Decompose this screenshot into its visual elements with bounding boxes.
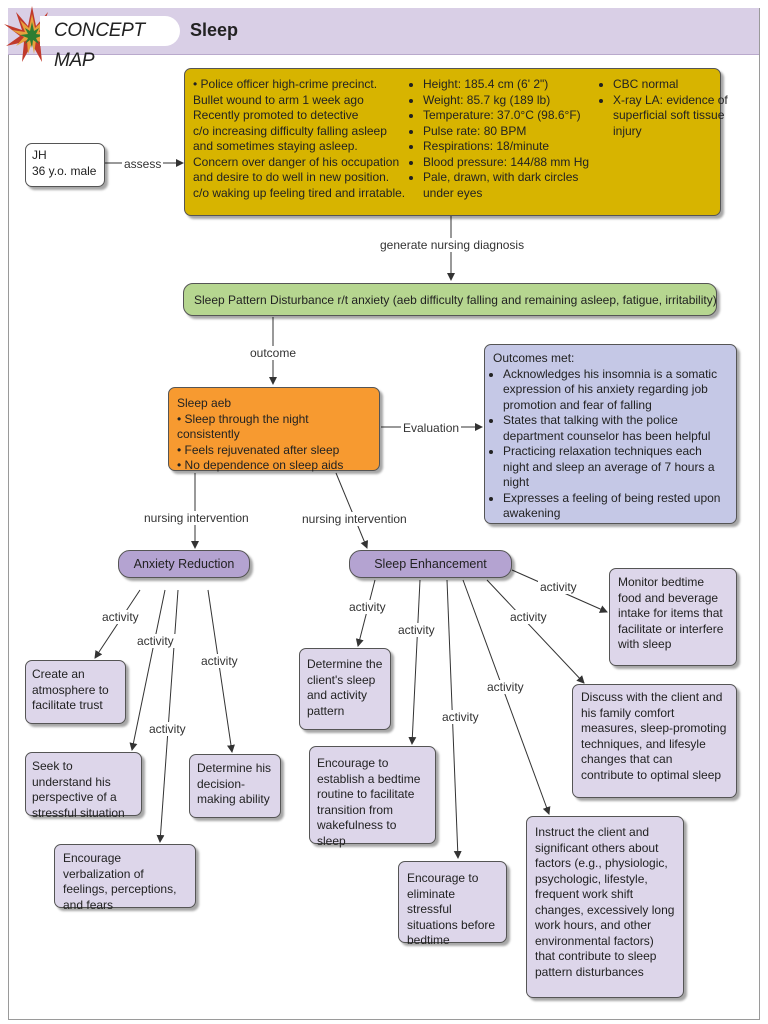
outcome-item: • No dependence on sleep aids <box>177 458 344 472</box>
activity-label: activity <box>396 623 437 637</box>
assessment-history-item: and desire to do well in new position. <box>193 170 390 184</box>
client-name: JH <box>32 148 47 162</box>
nursing-diagnosis-box: Sleep Pattern Disturbance r/t anxiety (a… <box>183 283 717 316</box>
activity-label: activity <box>135 634 176 648</box>
outcomes-met-item: Expresses a feeling of being rested upon… <box>503 491 728 522</box>
activity-create-atmosphere: Create an atmosphere to facilitate trust <box>25 660 126 724</box>
anxiety-reduction-node: Anxiety Reduction <box>118 550 250 578</box>
activity-label: activity <box>538 580 579 594</box>
activity-eliminate-stress: Encourage to eliminate stressful situati… <box>398 861 507 947</box>
concept-map-label: CONCEPT MAP <box>40 16 180 71</box>
activity-instruct-factors: Instruct the client and significant othe… <box>526 816 684 998</box>
activity-encourage-verbalization: Encourage verbalization of feelings, per… <box>54 844 196 912</box>
activity-discuss-comfort: Discuss with the client and his family c… <box>572 684 737 798</box>
intervention-arrow-2 <box>335 472 369 549</box>
assessment-history-list: • Police officer high-crime precinct. Bu… <box>193 77 411 201</box>
assessment-history-item: and sometimes staying asleep. <box>193 139 358 153</box>
evaluation-label: Evaluation <box>401 421 462 435</box>
assessment-history-item: Recently promoted to detective <box>193 108 359 122</box>
outcome-list: • Sleep through the night consistently •… <box>177 412 371 474</box>
assessment-vitals-item: Pale, drawn, with dark circles under eye… <box>423 170 588 201</box>
ar-activity-arrow-3 <box>156 589 179 843</box>
activity-label: activity <box>508 610 549 624</box>
assessment-history-item: Concern over danger of his occupation <box>193 154 400 169</box>
activity-label: activity <box>440 710 481 724</box>
assessment-history-item: c/o waking up feeling tired and irratabl… <box>193 185 406 200</box>
outcome-title: Sleep aeb <box>177 396 232 410</box>
activity-label: activity <box>100 610 141 624</box>
activity-label: activity <box>485 680 526 694</box>
activity-bedtime-routine: Encourage to establish a bedtime routine… <box>309 746 436 848</box>
outcome-item: • Feels rejuvenated after sleep <box>177 442 340 457</box>
outcome-label: outcome <box>248 346 299 360</box>
assessment-history-item: Bullet wound to arm 1 week ago <box>193 92 364 107</box>
outcomes-met-title: Outcomes met: <box>493 351 575 365</box>
assessment-history-item: c/o increasing difficulty falling asleep <box>193 123 387 138</box>
outcomes-met-item: Acknowledges his insomnia is a somatic e… <box>503 367 728 414</box>
activity-understand-perspective: Seek to understand his perspective of a … <box>25 752 142 820</box>
assessment-vitals-item: Temperature: 37.0°C (98.6°F) <box>423 108 598 124</box>
se-activity-arrow-5 <box>486 579 585 684</box>
assessment-labs-item: CBC normal <box>613 77 728 93</box>
nursing-intervention-label-2: nursing intervention <box>300 512 409 526</box>
activity-decision-making: Determine his decision-making ability <box>189 754 281 818</box>
se-activity-arrow-4 <box>462 579 551 815</box>
assessment-vitals-item: Pulse rate: 80 BPM <box>423 124 598 140</box>
client-description: 36 y.o. male <box>32 163 97 178</box>
outcomes-met-list: Acknowledges his insomnia is a somatic e… <box>493 367 728 522</box>
activity-determine-pattern: Determine the client's sleep and activit… <box>299 648 391 730</box>
assessment-labs-list: CBC normal X-ray LA: evidence of superfi… <box>601 77 728 139</box>
activity-monitor-bedtime: Monitor bedtime food and beverage intake… <box>609 568 737 666</box>
outcome-item: • Sleep through the night consistently <box>177 411 309 442</box>
page-title: Sleep <box>190 20 239 40</box>
activity-label: activity <box>147 722 188 736</box>
activity-label: activity <box>199 654 240 668</box>
se-activity-arrow-2 <box>408 579 421 745</box>
ar-activity-arrow-1 <box>94 589 141 659</box>
sleep-enhancement-node: Sleep Enhancement <box>349 550 512 578</box>
outcome-box: Sleep aeb • Sleep through the night cons… <box>168 387 380 474</box>
client-box: JH 36 y.o. male <box>25 143 105 187</box>
assessment-vitals-item: Height: 185.4 cm (6' 2") <box>423 77 598 93</box>
outcomes-met-box: Outcomes met: Acknowledges his insomnia … <box>484 344 737 524</box>
assessment-vitals-item: Respirations: 18/minute <box>423 139 598 155</box>
assessment-labs-item: X-ray LA: evidence of superficial soft t… <box>613 93 728 140</box>
assessment-history-item: • Police officer high-crime precinct. <box>193 77 378 91</box>
assessment-box: • Police officer high-crime precinct. Bu… <box>184 68 728 216</box>
outcomes-met-item: Practicing relaxation techniques each ni… <box>503 444 728 491</box>
activity-label: activity <box>347 600 388 614</box>
assess-label: assess <box>122 157 164 171</box>
ar-activity-arrow-2 <box>129 589 166 751</box>
nursing-intervention-label-1: nursing intervention <box>142 511 251 525</box>
outcomes-met-item: States that talking with the police depa… <box>503 413 728 444</box>
assessment-vitals-item: Blood pressure: 144/88 mm Hg <box>423 155 598 171</box>
generate-diagnosis-label: generate nursing diagnosis <box>378 238 527 252</box>
ar-activity-arrow-4 <box>207 589 235 753</box>
assessment-vitals-item: Weight: 85.7 kg (189 lb) <box>423 93 598 109</box>
assessment-vitals-list: Height: 185.4 cm (6' 2") Weight: 85.7 kg… <box>411 77 598 201</box>
